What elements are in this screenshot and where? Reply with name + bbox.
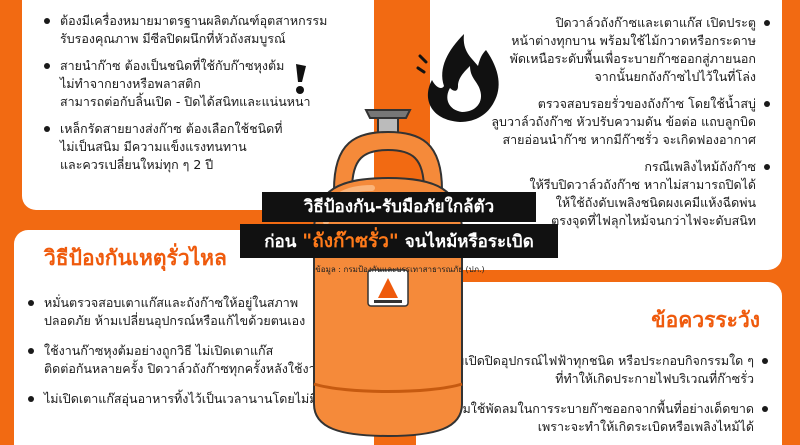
- list-item: ต้องมีเครื่องหมายมาตรฐานผลิตภัณฑ์อุตสาหก…: [44, 12, 366, 48]
- list-item-text: ปิดวาล์วถังก๊าซและเตาแก๊ส เปิดประตู หน้า…: [509, 15, 756, 84]
- list-item-text: กรณีเพลิงไหม้ถังก๊าซ ให้รีบปิดวาล์วถังก๊…: [529, 159, 756, 228]
- precautions-heading: ข้อควรระวัง: [651, 308, 760, 332]
- flame-icon: [416, 34, 499, 122]
- bullet-icon: [764, 164, 770, 170]
- bullet-icon: [44, 126, 50, 132]
- bullet-icon: [762, 358, 768, 364]
- list-item: ใช้งานก๊าซหุงต้มอย่างถูกวิธี ไม่เปิดเตาแ…: [28, 342, 364, 378]
- page-subtitle: ก่อน "ถังก๊าซรั่ว" จนไหม้หรือระเบิด: [240, 224, 558, 258]
- leak-prevention-heading: วิธีป้องกันเหตุรั่วไหล: [44, 246, 227, 270]
- choose-tank-list: ต้องมีเครื่องหมายมาตรฐานผลิตภัณฑ์อุตสาหก…: [44, 12, 366, 183]
- list-item: ปิดวาล์วถังก๊าซและเตาแก๊ส เปิดประตู หน้า…: [438, 14, 770, 86]
- bullet-icon: [44, 63, 50, 69]
- leak-prevention-list: หมั่นตรวจสอบเตาแก๊สและถังก๊าซให้อยู่ในสภ…: [28, 294, 364, 420]
- list-item-text: ห้ามเปิดปิดอุปกรณ์ไฟฟ้าทุกชนิด หรือประกอ…: [440, 353, 754, 386]
- bullet-icon: [28, 300, 34, 306]
- bullet-icon: [764, 20, 770, 26]
- bullet-icon: [28, 396, 34, 402]
- list-item-text: ไม่เปิดเตาแก๊สอุ่นอาหารทิ้งไว้เป็นเวลานา…: [44, 391, 349, 406]
- precautions-list: ห้ามเปิดปิดอุปกรณ์ไฟฟ้าทุกชนิด หรือประกอ…: [424, 352, 768, 445]
- bullet-icon: [28, 348, 34, 354]
- leak-response-list: ปิดวาล์วถังก๊าซและเตาแก๊ส เปิดประตู หน้า…: [438, 14, 770, 239]
- logo-icon: [367, 269, 409, 307]
- list-item: ห้ามใช้พัดลมในการระบายก๊าซออกจากพื้นที่อ…: [424, 400, 768, 436]
- panel-choose-tank: ต้องมีเครื่องหมายมาตรฐานผลิตภัณฑ์อุตสาหก…: [22, 0, 374, 210]
- source-credit: ข้อมูล : กรมป้องกันและบรรเทาสาธารณภัย (ป…: [315, 265, 485, 274]
- list-item-text: หมั่นตรวจสอบเตาแก๊สและถังก๊าซให้อยู่ในสภ…: [44, 295, 306, 328]
- list-item: สายนำก๊าซ ต้องเป็นชนิดที่ใช้กับก๊าซหุงต้…: [44, 57, 366, 111]
- list-item: หมั่นตรวจสอบเตาแก๊สและถังก๊าซให้อยู่ในสภ…: [28, 294, 364, 330]
- list-item-text: เหล็กรัดสายยางส่งก๊าซ ต้องเลือกใช้ชนิดที…: [60, 121, 283, 172]
- page-title: วิธีป้องกัน-รับมือภัยใกล้ตัว: [262, 192, 536, 222]
- list-item: กรณีเพลิงไหม้ถังก๊าซ ให้รีบปิดวาล์วถังก๊…: [438, 158, 770, 230]
- list-item: ห้ามเปิดปิดอุปกรณ์ไฟฟ้าทุกชนิด หรือประกอ…: [424, 352, 768, 388]
- list-item-text: ตรวจสอบรอยรั่วของถังก๊าซ โดยใช้น้ำสบู่ ล…: [491, 96, 756, 147]
- list-item: ตรวจสอบรอยรั่วของถังก๊าซ โดยใช้น้ำสบู่ ล…: [438, 95, 770, 149]
- bullet-icon: [762, 406, 768, 412]
- bullet-icon: [764, 101, 770, 107]
- subtitle-suffix: จนไหม้หรือระเบิด: [398, 232, 534, 252]
- list-item: ไม่เปิดเตาแก๊สอุ่นอาหารทิ้งไว้เป็นเวลานา…: [28, 390, 364, 408]
- subtitle-highlight: "ถังก๊าซรั่ว": [302, 230, 399, 252]
- list-item-text: สายนำก๊าซ ต้องเป็นชนิดที่ใช้กับก๊าซหุงต้…: [60, 58, 311, 109]
- panel-leak-response: ปิดวาล์วถังก๊าซและเตาแก๊ส เปิดประตู หน้า…: [430, 0, 782, 270]
- list-item: เหล็กรัดสายยางส่งก๊าซ ต้องเลือกใช้ชนิดที…: [44, 120, 366, 174]
- subtitle-prefix: ก่อน: [264, 232, 303, 252]
- spark-icon: [296, 64, 306, 94]
- list-item-text: ห้ามใช้พัดลมในการระบายก๊าซออกจากพื้นที่อ…: [447, 401, 754, 434]
- list-item-text: ใช้งานก๊าซหุงต้มอย่างถูกวิธี ไม่เปิดเตาแ…: [44, 343, 325, 376]
- list-item-text: ต้องมีเครื่องหมายมาตรฐานผลิตภัณฑ์อุตสาหก…: [60, 13, 328, 46]
- panel-precautions: ข้อควรระวัง ห้ามเปิดปิดอุปกรณ์ไฟฟ้าทุกชน…: [416, 282, 782, 445]
- bullet-icon: [44, 18, 50, 24]
